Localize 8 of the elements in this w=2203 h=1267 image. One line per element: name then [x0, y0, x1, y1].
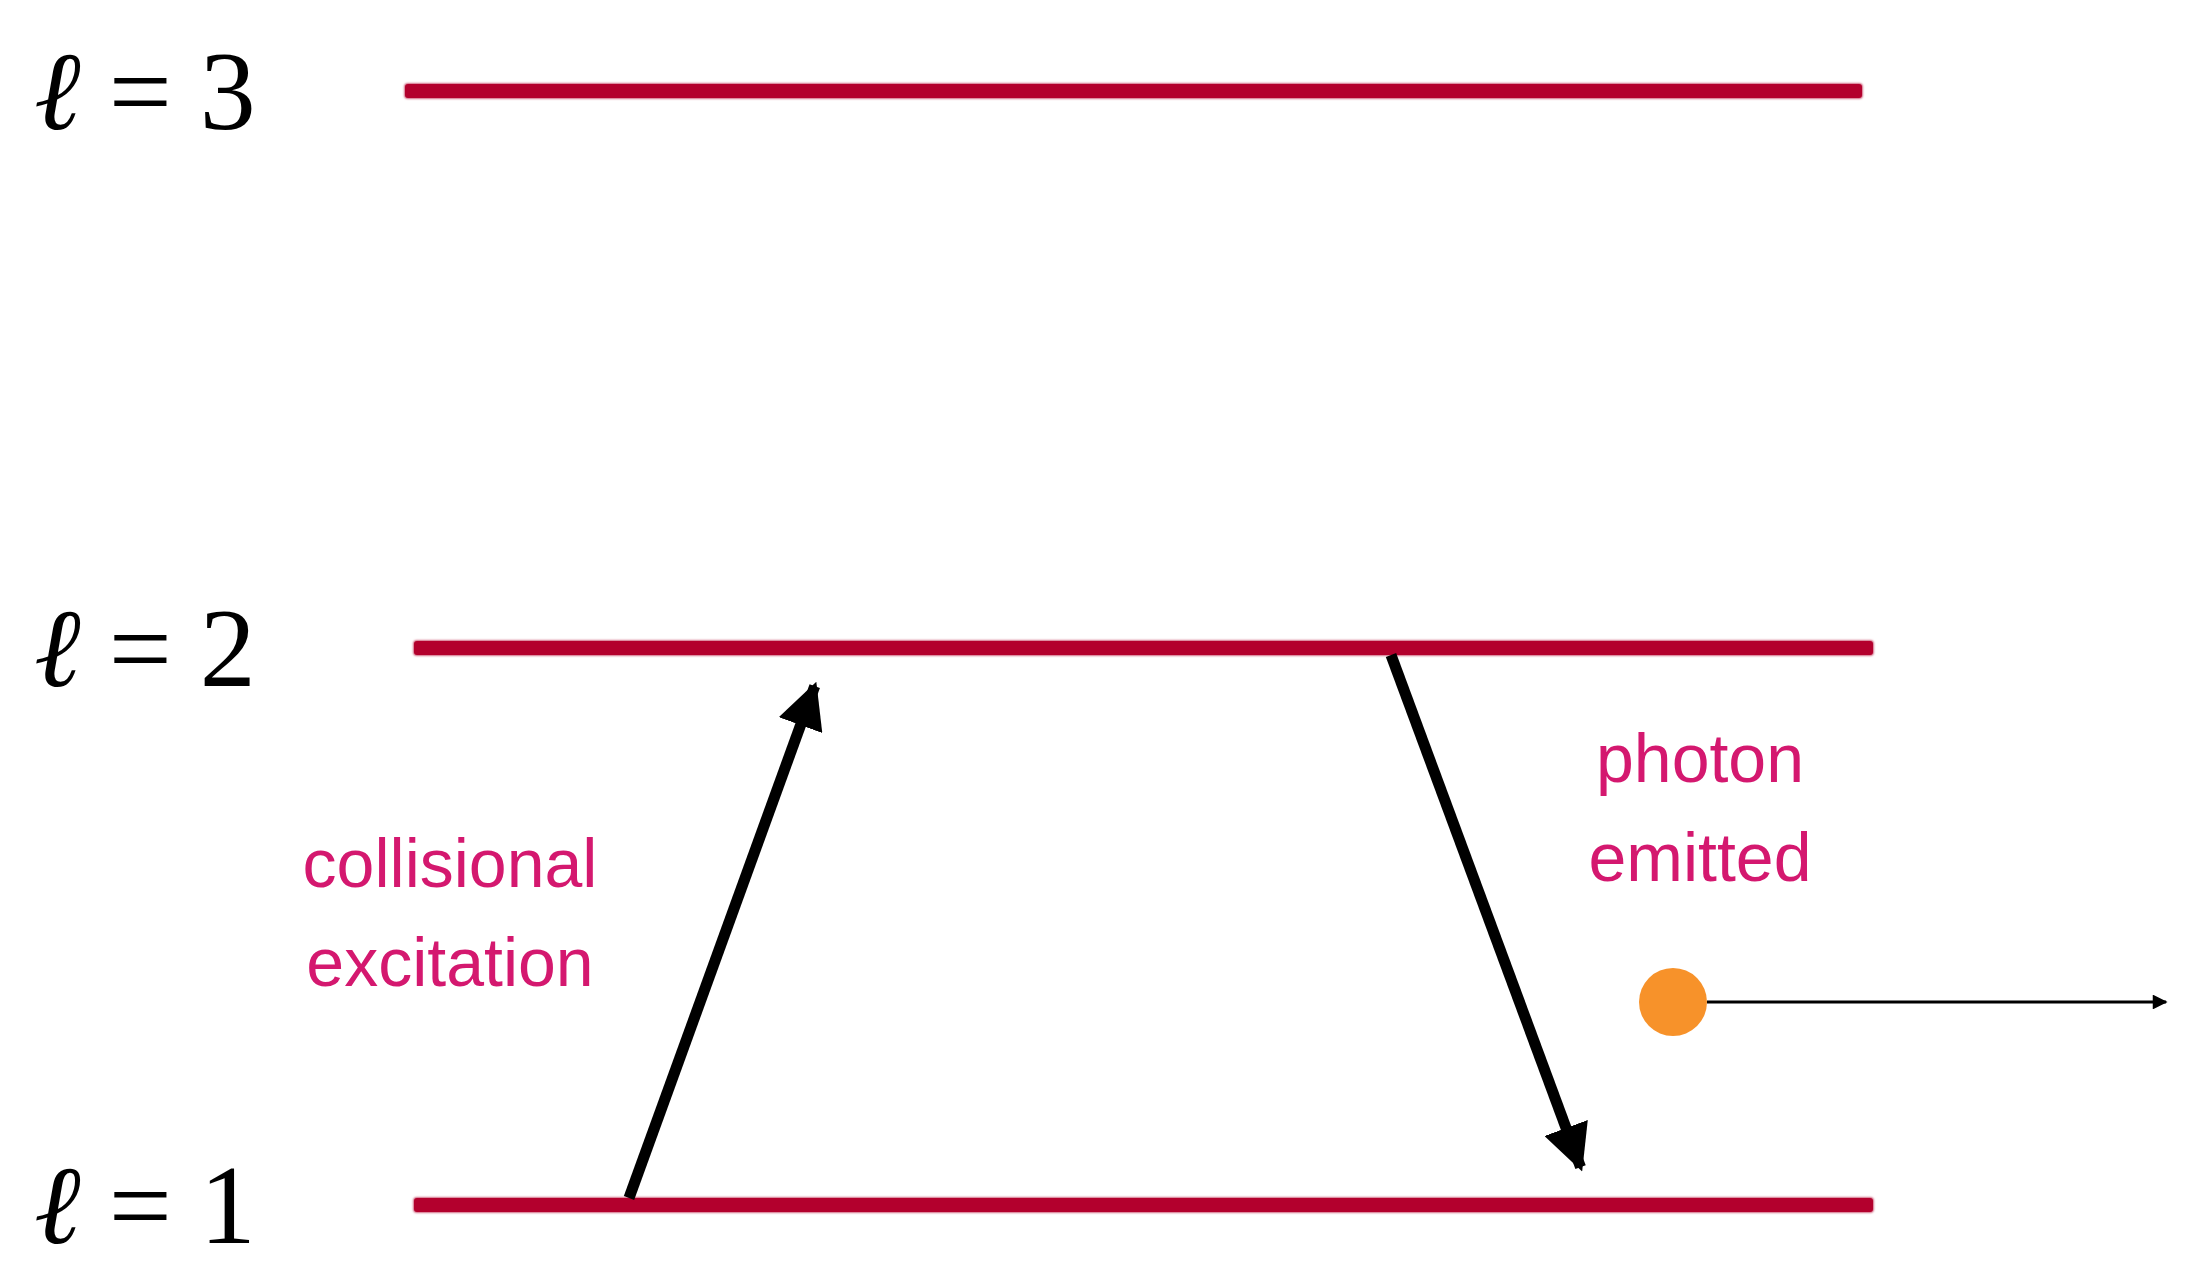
level-label: ℓ = 1 [34, 1149, 256, 1261]
edge-label: photon emitted [1587, 719, 1813, 897]
arrow [1707, 994, 2168, 1010]
edge-label: collisional excitation [301, 824, 599, 1002]
arrow [1385, 653, 1588, 1172]
level-label: ℓ = 2 [34, 592, 256, 704]
arrow [623, 681, 823, 1200]
level-label: ℓ = 3 [34, 35, 256, 147]
